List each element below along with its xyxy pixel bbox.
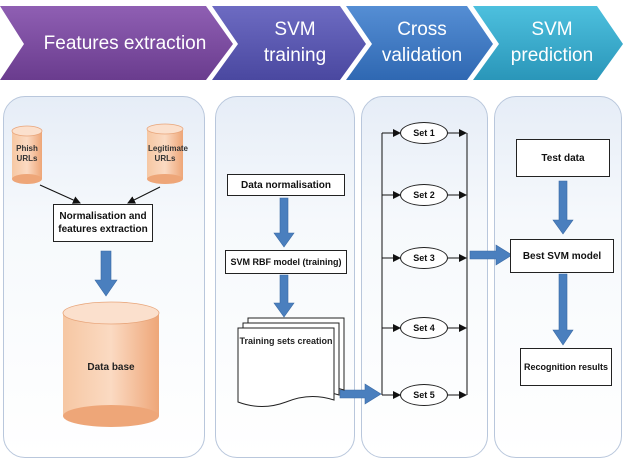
stage-label-cross: Cross validation [381,19,463,66]
stage-chevron-training [212,6,366,80]
set-2-node: Set 2 [400,184,448,206]
stage-chevron-features [0,6,233,80]
stage-chevron-prediction [473,6,623,80]
stage-bar [0,6,623,80]
block-arrow-norm-to-db [94,250,118,297]
test-data-box: Test data [516,139,610,177]
set-3-node: Set 3 [400,247,448,269]
block-arrow-sets-to-best [469,244,513,266]
recognition-results-box: Recognition results [520,348,612,386]
block-arrow-rbf-to-training [273,274,295,318]
stage-label-prediction: SVM prediction [510,19,594,66]
block-arrow-datanorm-to-rbf [273,197,295,248]
data-normalisation-box: Data normalisation [227,174,345,196]
normalisation-box: Normalisation and features extraction [53,204,153,242]
stage-label-features: Features extraction [43,33,207,54]
stage-chevron-cross [346,6,493,80]
phish-urls-label: Phish URLs [16,144,38,163]
training-sets-stack [237,317,345,407]
svm-rbf-model-box: SVM RBF model (training) [225,250,347,274]
block-arrow-test-to-best [552,180,574,235]
set-4-node: Set 4 [400,317,448,339]
best-svm-model-box: Best SVM model [510,239,614,273]
training-sets-label: Training sets creation [239,336,333,346]
block-arrow-best-to-results [552,273,574,346]
database-cylinder [62,301,160,427]
phish-urls-cylinder [11,125,43,184]
legitimate-urls-cylinder [146,123,184,184]
set-5-node: Set 5 [400,384,448,406]
set-1-node: Set 1 [400,122,448,144]
legitimate-urls-label: Legitimate URLs [148,144,189,163]
database-label: Data base [87,362,135,373]
block-arrow-training-to-sets [339,383,382,405]
stage-label-training: SVM training [263,19,327,66]
arrow-legit-to-norm [127,186,161,204]
arrow-phish-to-norm [39,184,81,204]
